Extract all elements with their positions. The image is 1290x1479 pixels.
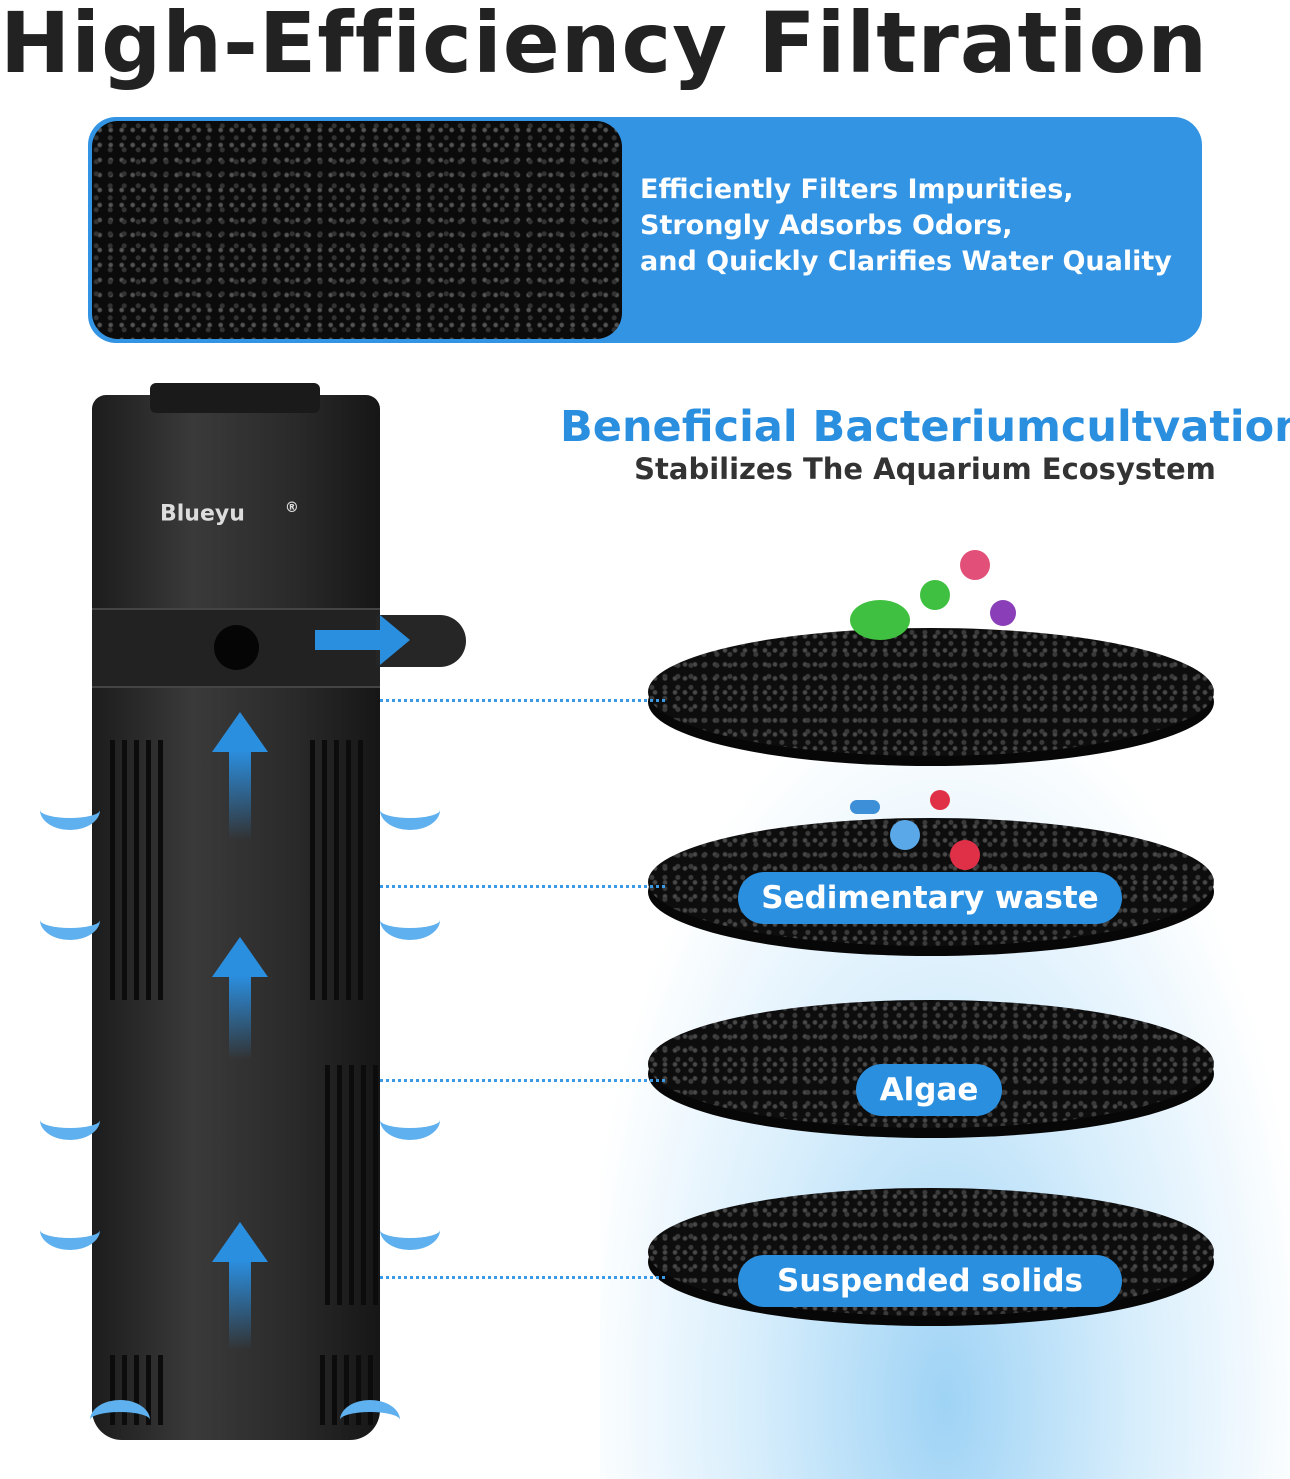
intake-slots xyxy=(110,740,170,1000)
banner-line: Strongly Adsorbs Odors, xyxy=(640,210,1013,241)
intake-slots xyxy=(320,1355,380,1425)
inflow-arrow-icon xyxy=(40,1100,100,1140)
label-suspended-solids: Suspended solids xyxy=(738,1255,1122,1307)
brand-logo: Blueyu ® xyxy=(160,500,299,526)
flow-arrow-up xyxy=(229,1260,251,1350)
inflow-arrow-icon xyxy=(90,1400,150,1440)
inflow-arrow-icon xyxy=(40,790,100,830)
outflow-arrow-icon xyxy=(380,615,410,665)
sponge-closeup-image xyxy=(92,121,622,339)
banner-line: and Quickly Clarifies Water Quality xyxy=(640,246,1172,277)
page-title: High-Efficiency Filtration xyxy=(0,0,1208,92)
label-algae: Algae xyxy=(856,1064,1002,1116)
flow-arrow-up-icon xyxy=(212,937,268,977)
trademark: ® xyxy=(284,500,299,516)
flow-arrow-up-icon xyxy=(212,712,268,752)
pointer-line xyxy=(329,696,665,705)
inlet-hole xyxy=(214,625,259,670)
intake-slots xyxy=(310,740,370,1000)
brand-name: Blueyu xyxy=(160,501,245,527)
intake-slots xyxy=(110,1355,170,1425)
flow-arrow-up xyxy=(229,975,251,1060)
inflow-arrow-icon xyxy=(380,900,440,940)
flow-arrow-up xyxy=(229,750,251,840)
intake-slots xyxy=(325,1065,385,1305)
bacteria-icon xyxy=(840,550,1040,670)
inflow-arrow-icon xyxy=(340,1400,400,1440)
flow-arrow-up-icon xyxy=(212,1222,268,1262)
banner-line: Efficiently Filters Impurities, xyxy=(640,174,1074,205)
section-subheading: Stabilizes The Aquarium Ecosystem xyxy=(634,452,1216,486)
label-sedimentary-waste: Sedimentary waste xyxy=(738,872,1122,924)
waste-particles-icon xyxy=(850,790,1000,870)
inflow-arrow-icon xyxy=(380,790,440,830)
inflow-arrow-icon xyxy=(40,900,100,940)
sponge-layer-1 xyxy=(648,628,1214,756)
section-heading: Beneficial Bacteriumcultvation xyxy=(560,402,1290,452)
outflow-arrow xyxy=(315,630,385,650)
inflow-arrow-icon xyxy=(40,1210,100,1250)
inflow-arrow-icon xyxy=(380,1210,440,1250)
filter-cap xyxy=(150,383,320,413)
inflow-arrow-icon xyxy=(380,1100,440,1140)
pointer-line xyxy=(329,882,665,891)
